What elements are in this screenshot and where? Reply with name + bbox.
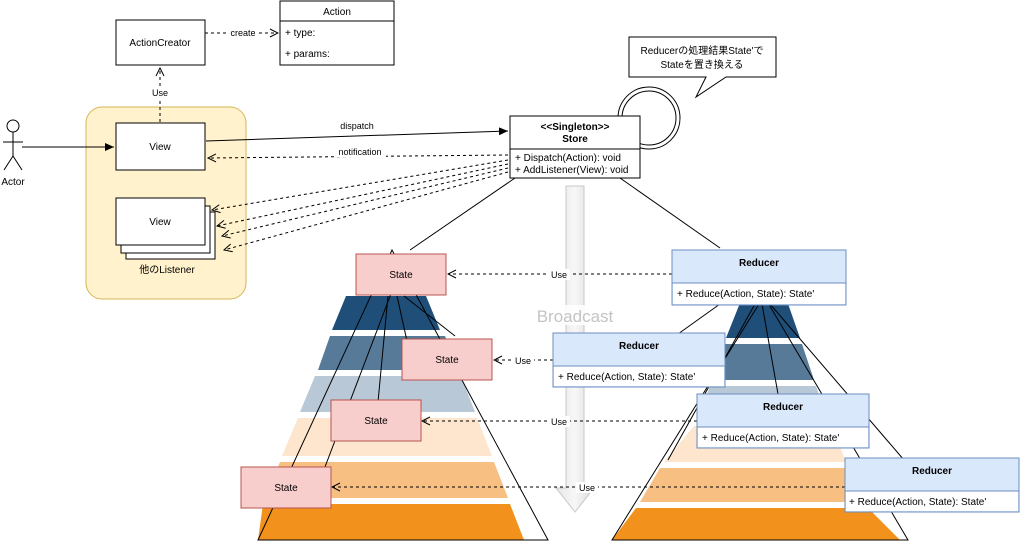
- store-stereotype: <<Singleton>>: [541, 122, 610, 133]
- notification-label: notification: [338, 147, 381, 157]
- actor-label: Actor: [1, 177, 25, 188]
- reducer-method-2: + Reduce(Action, State): State': [558, 372, 695, 383]
- other-views-stack[interactable]: View: [115, 197, 216, 260]
- reducer-box-1[interactable]: Reducer + Reduce(Action, State): State': [671, 249, 847, 306]
- store-class[interactable]: <<Singleton>> Store + Dispatch(Action): …: [509, 115, 641, 179]
- use-label-4: Use: [579, 483, 595, 493]
- use-label-3: Use: [551, 417, 567, 427]
- dispatch-edge: [205, 127, 509, 142]
- view-box[interactable]: View: [115, 122, 206, 171]
- broadcast-label: Broadcast: [537, 307, 614, 326]
- reducer-uses-state-edges: Use Use Use Use: [332, 269, 845, 493]
- note-line-1: Reducerの処理結果State'で: [640, 44, 763, 57]
- reducer-method-1: + Reduce(Action, State): State': [677, 289, 814, 300]
- actor: Actor: [1, 119, 25, 188]
- state-label-3: State: [364, 416, 388, 427]
- reducer-box-4[interactable]: Reducer + Reduce(Action, State): State': [844, 457, 1020, 513]
- state-box-2[interactable]: State: [401, 338, 493, 381]
- other-view-label: View: [149, 217, 171, 228]
- store-method-dispatch: + Dispatch(Action): void: [515, 153, 621, 164]
- action-creator-label: ActionCreator: [129, 38, 191, 49]
- store-name: Store: [562, 134, 588, 145]
- reducer-box-2[interactable]: Reducer + Reduce(Action, State): State': [552, 332, 726, 388]
- action-field-type: + type:: [285, 28, 315, 39]
- listener-group-label: 他のListener: [139, 263, 195, 276]
- store-method-addlistener: + AddListener(View): void: [515, 165, 629, 176]
- use-label-2: Use: [515, 356, 531, 366]
- reducer-title-2: Reducer: [619, 341, 659, 352]
- reducer-title-4: Reducer: [912, 466, 952, 477]
- state-label-4: State: [274, 483, 298, 494]
- reducer-method-3: + Reduce(Action, State): State': [702, 433, 839, 444]
- reducer-method-4: + Reduce(Action, State): State': [849, 497, 986, 508]
- view-label: View: [149, 142, 171, 153]
- create-label: create: [230, 28, 255, 38]
- right-pyramid-layer-6: [612, 508, 900, 540]
- note-callout: Reducerの処理結果State'で Stateを置き換える: [628, 36, 777, 99]
- action-class-title: Action: [323, 7, 351, 18]
- state-box-1[interactable]: State: [355, 253, 447, 296]
- left-pyramid-layer-6: [258, 504, 524, 540]
- state-label-1: State: [389, 270, 413, 281]
- dispatch-label: dispatch: [340, 121, 374, 131]
- use-label-1: Use: [551, 270, 567, 280]
- state-box-3[interactable]: State: [330, 399, 422, 442]
- reducer-box-3[interactable]: Reducer + Reduce(Action, State): State': [696, 393, 870, 449]
- state-box-4[interactable]: State: [240, 466, 332, 509]
- note-line-2: Stateを置き換える: [660, 59, 743, 71]
- use-label-actioncreator: Use: [152, 88, 168, 98]
- listener-notification-edges: [212, 159, 509, 250]
- action-creator-box[interactable]: ActionCreator: [115, 19, 206, 66]
- right-pyramid-layer-5: [640, 468, 864, 502]
- reducer-title-1: Reducer: [739, 258, 779, 269]
- reducer-title-3: Reducer: [763, 402, 803, 413]
- state-label-2: State: [435, 355, 459, 366]
- action-class[interactable]: Action + type: + params:: [279, 0, 395, 66]
- action-field-params: + params:: [285, 49, 330, 60]
- right-pyramid-layer-2: [712, 344, 814, 380]
